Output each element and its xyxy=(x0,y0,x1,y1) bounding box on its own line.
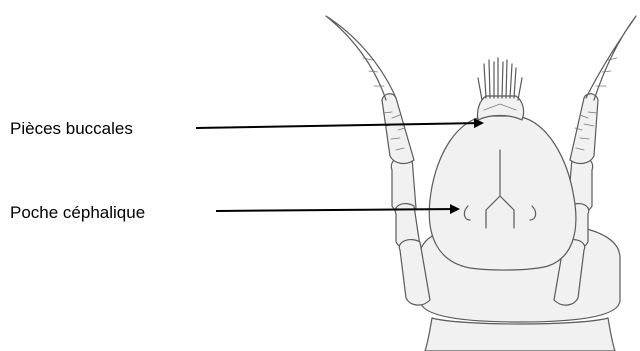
arrow-pieces-buccales xyxy=(196,123,482,128)
arrow-poche-cephalique xyxy=(216,209,458,211)
mouthparts-bristles xyxy=(477,58,523,120)
lower-body xyxy=(425,318,615,351)
head-capsule xyxy=(429,116,576,270)
label-pieces-buccales: Pièces buccales xyxy=(10,119,133,138)
label-poche-cephalique: Poche céphalique xyxy=(10,203,145,222)
left-appendage xyxy=(326,16,430,305)
